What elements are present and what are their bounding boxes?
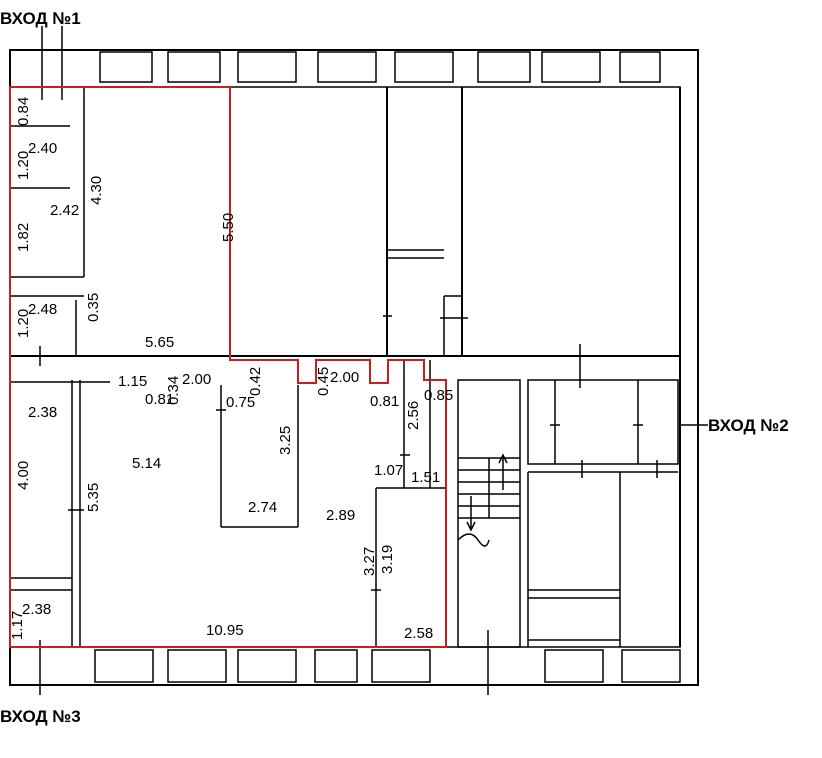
dim-label: 5.50 (220, 213, 237, 242)
dim-label: 2.42 (50, 202, 79, 219)
dim-label: 0.45 (315, 367, 332, 396)
dim-label: 1.20 (15, 309, 32, 338)
dim-label: 5.14 (132, 455, 161, 472)
interior-walls (10, 87, 680, 648)
dim-label: 3.27 (361, 547, 378, 576)
dim-label: 2.38 (22, 601, 51, 618)
rented-premises-outline (9, 86, 447, 648)
dim-label: 2.56 (405, 401, 422, 430)
dim-label: 0.34 (165, 376, 182, 405)
dim-label: 0.75 (226, 394, 255, 411)
dim-label: 1.15 (118, 373, 147, 390)
dim-label: 1.07 (374, 462, 403, 479)
dim-label: 3.19 (379, 545, 396, 574)
entrance-2-label: ВХОД №2 (708, 416, 789, 435)
dim-label: 2.00 (330, 369, 359, 386)
bottom-windows (94, 649, 681, 683)
dim-label: 2.40 (28, 140, 57, 157)
dim-label: 1.51 (411, 469, 440, 486)
dim-label: 0.81 (145, 391, 174, 408)
entrance-3-label: ВХОД №3 (0, 707, 81, 726)
entrance-lines (39, 26, 708, 695)
dim-label: 3.25 (277, 426, 294, 455)
dim-label: 10.95 (206, 622, 244, 639)
dim-label: 4.00 (15, 461, 32, 490)
dim-label: 2.89 (326, 507, 355, 524)
dim-label: 1.82 (15, 223, 32, 252)
dim-label: 2.00 (182, 371, 211, 388)
dim-label: 2.58 (404, 625, 433, 642)
dim-label: 4.30 (88, 176, 105, 205)
dim-label: 0.81 (370, 393, 399, 410)
staircase (457, 453, 520, 547)
dim-label: 2.48 (28, 301, 57, 318)
dim-label: 0.35 (85, 293, 102, 322)
entrance-1-label: ВХОД №1 (0, 9, 81, 28)
dim-label: 1.20 (15, 151, 32, 180)
dim-label: 2.74 (248, 499, 277, 516)
door-ticks (39, 300, 658, 591)
dim-label: 0.85 (424, 387, 453, 404)
dim-label: 5.35 (85, 483, 102, 512)
top-windows (99, 51, 661, 83)
dim-label: 1.17 (9, 611, 26, 640)
dim-label: 0.42 (247, 367, 264, 396)
dim-label: 5.65 (145, 334, 174, 351)
dim-label: 2.38 (28, 404, 57, 421)
dim-label: 0.84 (15, 97, 32, 126)
